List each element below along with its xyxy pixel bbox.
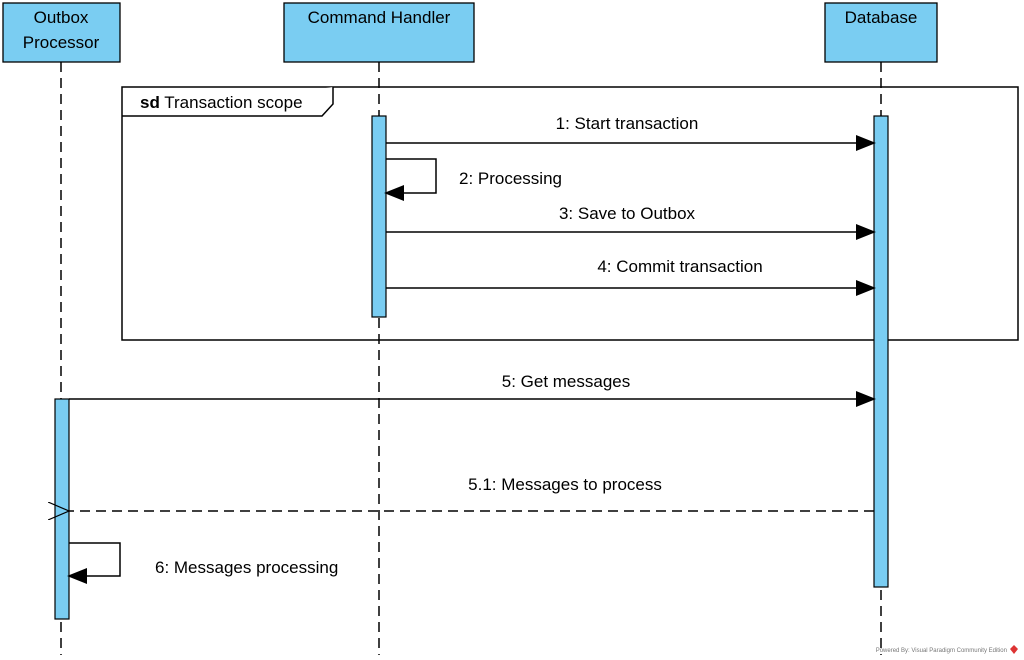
participant-outbox-processor[interactable]: Outbox Processor [2,2,121,63]
participant-name: Outbox [34,8,89,27]
participant-database[interactable]: Database [824,2,938,63]
message-label-2: 2: Processing [459,169,562,188]
activation-database [873,115,889,588]
message-label-5: 5: Get messages [502,372,631,391]
participant-name: Processor [23,33,100,52]
message-label-4: 4: Commit transaction [597,257,762,276]
combined-fragment-frame: sd Transaction scope [121,86,1019,341]
frame-label: sd Transaction scope [140,93,303,112]
message-label-6: 6: Messages processing [155,558,338,577]
activation-command-handler [371,115,387,318]
frame-title: Transaction scope [164,93,302,112]
message-label-3: 3: Save to Outbox [559,204,696,223]
participant-command-handler[interactable]: Command Handler [283,2,475,63]
watermark: Powered By: Visual Paradigm Community Ed… [876,645,1018,654]
message-arrow-2[interactable] [384,158,437,201]
watermark-text: Powered By: Visual Paradigm Community Ed… [876,648,1007,654]
message-arrow-6[interactable] [67,542,121,584]
activation-outbox-processor [54,398,70,620]
visual-paradigm-logo-icon [1010,645,1018,654]
participant-name: Database [845,8,918,27]
participant-name: Command Handler [308,8,451,27]
frame-keyword: sd [140,93,160,112]
message-label-5-1: 5.1: Messages to process [468,475,662,494]
message-label-1: 1: Start transaction [556,114,699,133]
